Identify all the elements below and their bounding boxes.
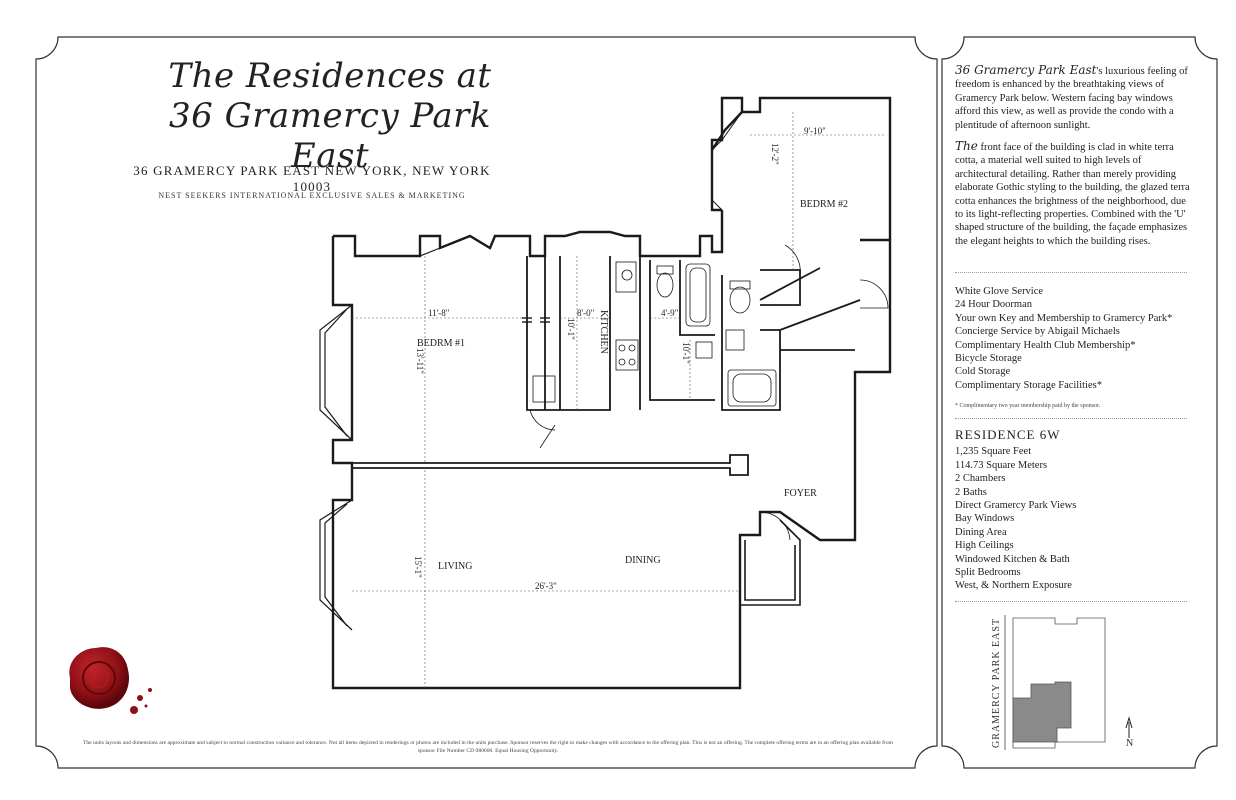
dim-living-width: 26'-3"	[535, 581, 557, 591]
room-label-bedroom-1: BEDRM #1	[417, 338, 465, 349]
residence-feature: Dining Area	[955, 526, 1007, 538]
amenity-item: Cold Storage	[955, 366, 1011, 378]
amenity-item: Bicycle Storage	[955, 353, 1022, 365]
amenity-item: Complimentary Health Club Membership*	[955, 339, 1136, 351]
residence-feature: Split Bedrooms	[955, 567, 1021, 579]
dim-bedroom-1-width: 11'-8"	[428, 308, 450, 318]
room-label-foyer: FOYER	[784, 488, 817, 499]
residence-feature: High Ceilings	[955, 540, 1014, 552]
residence-details: RESIDENCE 6W 1,235 Square Feet 114.73 Sq…	[955, 428, 1190, 593]
facade-paragraph: The front face of the building is clad i…	[955, 139, 1190, 248]
dim-bedroom-2-width: 9'-10"	[804, 126, 826, 136]
divider	[955, 601, 1187, 602]
broker-tagline: NEST SEEKERS INTERNATIONAL EXCLUSIVE SAL…	[158, 191, 466, 200]
divider	[955, 418, 1187, 419]
dim-bedroom-2-length: 12'-2"	[770, 143, 780, 165]
amenity-item: White Glove Service	[955, 286, 1044, 297]
wax-seal-icon	[69, 647, 152, 714]
title-line-1: The Residences at	[168, 56, 492, 96]
dim-kitchen-length: 10'-1"	[566, 318, 576, 340]
dim-bedroom-1-length: 13'-11"	[415, 348, 425, 374]
intro-dropcap: 36 Gramercy Park East	[955, 63, 1097, 77]
intro-paragraph: 36 Gramercy Park East's luxurious feelin…	[955, 63, 1190, 132]
amenities-footnote: * Complimentary two year membership paid…	[955, 403, 1101, 410]
sidebar-description: 36 Gramercy Park East's luxurious feelin…	[955, 63, 1190, 256]
residence-feature: 2 Chambers	[955, 473, 1006, 485]
north-arrow-icon: N	[1126, 738, 1134, 749]
residence-feature: 114.73 Square Meters	[955, 459, 1048, 471]
amenity-item: Your own Key and Membership to Gramercy …	[955, 312, 1173, 324]
room-label-bedroom-2: BEDRM #2	[800, 199, 848, 210]
divider	[955, 272, 1187, 273]
residence-feature: Bay Windows	[955, 513, 1015, 525]
brochure-title: The Residences at 36 Gramercy Park East	[150, 56, 510, 176]
map-street-label: GRAMERCY PARK EAST	[991, 618, 1002, 748]
legal-disclaimer: The units layouts and dimensions are app…	[82, 740, 894, 754]
room-label-dining: DINING	[625, 555, 661, 566]
amenity-item: 24 Hour Doorman	[955, 299, 1032, 311]
key-plan-map: GRAMERCY PARK EAST N	[991, 615, 1134, 750]
dim-bath-width: 4'-9"	[661, 308, 679, 318]
building-address: 36 GRAMERCY PARK EAST NEW YORK, NEW YORK…	[133, 163, 491, 194]
facade-dropcap: The	[955, 139, 978, 154]
amenity-item: Complimentary Storage Facilities*	[955, 379, 1102, 391]
residence-feature: Windowed Kitchen & Bath	[955, 553, 1070, 565]
intro-text: 's luxurious feeling of freedom is enhan…	[955, 66, 1188, 131]
room-label-living: LIVING	[438, 561, 472, 572]
facade-text: front face of the building is clad in wh…	[955, 142, 1190, 247]
amenity-item: Concierge Service by Abigail Michaels	[955, 326, 1120, 338]
room-label-kitchen: KITCHEN	[598, 310, 609, 354]
amenities-list: White Glove Service 24 Hour Doorman Your…	[955, 285, 1190, 414]
dim-bath-length: 10'-1"	[681, 342, 691, 364]
title-line-2: 36 Gramercy Park East	[169, 96, 491, 176]
residence-feature: 2 Baths	[955, 486, 987, 498]
dim-kitchen-width: 8'-0"	[577, 308, 595, 318]
residence-feature: West, & Northern Exposure	[955, 580, 1072, 592]
residence-feature: 1,235 Square Feet	[955, 446, 1032, 458]
residence-title: RESIDENCE 6W	[955, 427, 1061, 442]
dim-living-length: 15'-1"	[413, 556, 423, 578]
residence-feature: Direct Gramercy Park Views	[955, 500, 1077, 512]
